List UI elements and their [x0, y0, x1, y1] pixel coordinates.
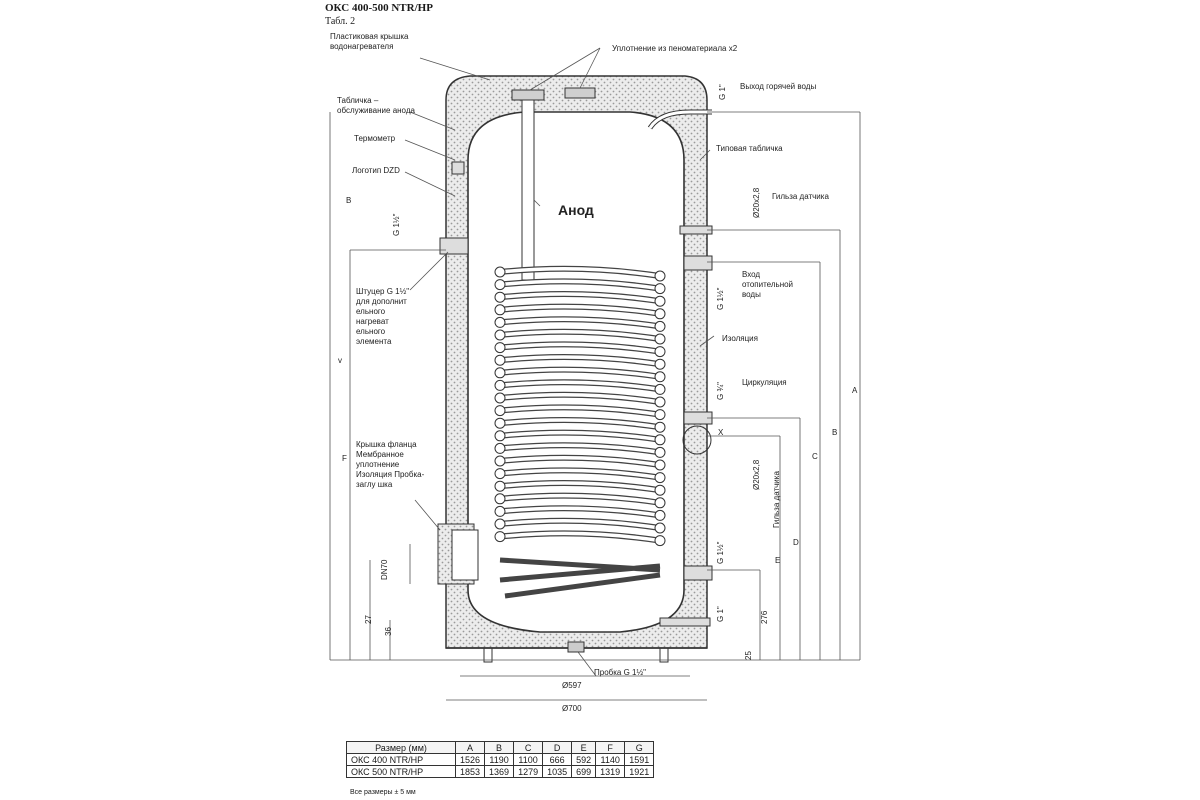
label-seal: Уплотнение из пенoматериала x2: [612, 44, 738, 53]
label-heating-in: Вход отопительной воды: [742, 270, 794, 299]
table-cell: 1140: [595, 753, 626, 766]
dim-letter-e: E: [775, 556, 781, 565]
label-g112-right: G 1½": [716, 287, 725, 310]
label-circulation: Циркуляция: [742, 378, 787, 387]
table-cell: 1100: [513, 753, 544, 766]
label-sensor-sleeve-v: Гильза датчика: [772, 471, 781, 528]
table-cell: 592: [571, 753, 597, 766]
coil: [494, 265, 666, 599]
table-row: ОКС 500 NTR/HP 1853 1369 1279 1035 699 1…: [346, 765, 655, 778]
label-dim-25: 25: [744, 651, 753, 660]
label-letter-x: X: [718, 428, 724, 437]
label-g112-low: G 1½": [716, 541, 725, 564]
label-logo: Логотип DZD: [352, 166, 400, 175]
label-d597: Ø597: [562, 681, 582, 690]
table-cell: 1319: [595, 765, 626, 778]
label-anode: Анод: [558, 202, 594, 218]
label-anode-plate: Табличка – обслуживание анода: [337, 96, 415, 115]
table-cell: 1190: [484, 753, 515, 766]
label-g34: G ¾": [716, 382, 725, 400]
document-title: ОКС 400-500 NTR/HP: [325, 2, 433, 14]
label-flange: Крышка фланца Мембранное уплотнение Изол…: [356, 440, 425, 489]
dim-letter-d: D: [793, 538, 799, 547]
dim-letter-a: A: [852, 386, 858, 395]
table-cell: 1035: [542, 765, 573, 778]
dim-letter-b: B: [832, 428, 838, 437]
label-plastic-cover: Пластиковая крышка водонагревателя: [330, 32, 409, 51]
tolerance-note: Все размеры ± 5 мм: [350, 789, 416, 796]
table-header: B: [484, 741, 515, 754]
label-fitting: Штуцер G 1½" для дополнит ельного нагрев…: [356, 287, 410, 346]
label-sensor-sleeve: Гильза датчика: [772, 192, 829, 201]
table-cell: 1853: [454, 765, 486, 778]
label-hot-water-out: Выход горячей воды: [740, 82, 817, 91]
table-cell: 1279: [513, 765, 544, 778]
table-cell: ОКС 500 NTR/HP: [346, 765, 456, 778]
table-header: Размер (мм): [346, 741, 456, 754]
dim-letter-f: F: [342, 454, 347, 463]
label-letter-v: v: [338, 356, 342, 365]
label-type-plate: Типовая табличка: [716, 144, 783, 153]
table-header: F: [595, 741, 626, 754]
table-header: C: [513, 741, 544, 754]
table-cell: ОКС 400 NTR/HP: [346, 753, 456, 766]
label-thermometer: Термометр: [354, 134, 396, 143]
label-plug: Пробка G 1½": [594, 668, 646, 677]
table-cell: 1921: [624, 765, 655, 778]
label-g1-low: G 1": [716, 606, 725, 622]
table-cell: 1526: [454, 753, 486, 766]
table-header: D: [542, 741, 573, 754]
label-insulation: Изоляция: [722, 334, 758, 343]
table-ref: Табл. 2: [325, 16, 356, 27]
table-row: ОКС 400 NTR/HP 1526 1190 1100 666 592 11…: [346, 753, 655, 766]
dim-letter-c: C: [812, 452, 818, 461]
table-cell: 1591: [624, 753, 655, 766]
label-dim-36: 36: [384, 627, 393, 636]
table-cell: 1369: [484, 765, 515, 778]
label-dn70: DN70: [380, 559, 389, 580]
label-dim-276: 276: [760, 610, 769, 624]
table-header-row: Размер (мм) A B C D E F G: [346, 741, 655, 754]
table-cell: 699: [571, 765, 597, 778]
table-cell: 666: [542, 753, 573, 766]
label-letter-b: B: [346, 196, 352, 205]
dimensions-table: Размер (мм) A B C D E F G ОКС 400 NTR/HP…: [346, 741, 655, 778]
table-header: G: [624, 741, 655, 754]
label-d700: Ø700: [562, 704, 582, 713]
label-g112-left: G 1½": [392, 213, 401, 236]
label-d20b: Ø20x2,8: [752, 459, 761, 490]
label-dim-27: 27: [364, 615, 373, 624]
table-header: A: [454, 741, 486, 754]
label-d20: Ø20x2,8: [752, 187, 761, 218]
anode-rod: [521, 99, 535, 281]
table-header: E: [571, 741, 597, 754]
label-g1-top: G 1": [718, 84, 727, 100]
